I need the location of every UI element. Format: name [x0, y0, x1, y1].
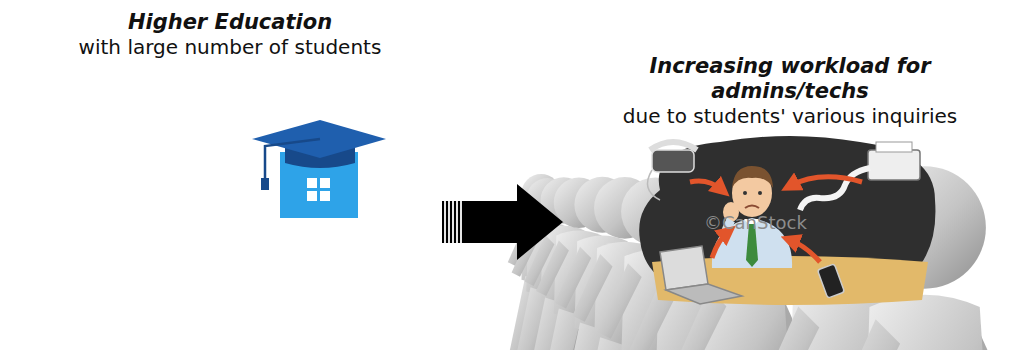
arrow-stripe — [456, 200, 458, 244]
stress-arrows — [690, 177, 862, 262]
student-crowd — [508, 166, 1011, 350]
frown — [745, 206, 759, 209]
panel-subtitle: with large number of students — [36, 35, 424, 59]
mobile-phone — [817, 264, 844, 298]
eye — [743, 191, 747, 195]
eye — [758, 191, 762, 195]
arrow-stripe — [444, 200, 446, 244]
panel: Higher Educationwith large number of stu… — [30, 4, 430, 340]
cap-tassel — [265, 139, 320, 180]
panel: Increasing workload for admins/techsdue … — [575, 50, 1005, 340]
window-pane — [320, 191, 330, 201]
panel-heading: Increasing workload for admins/techs — [579, 54, 1001, 104]
laptop — [660, 246, 742, 304]
arrow-stripe — [460, 200, 462, 244]
arrow-body — [442, 184, 563, 260]
stressed-admin-illustration — [639, 136, 935, 305]
tassel-end — [261, 178, 269, 190]
panel-heading: Higher Education — [36, 10, 424, 35]
window-pane — [320, 178, 330, 188]
watermark: ©CanStock — [704, 212, 807, 233]
telephone — [648, 142, 698, 200]
hair — [732, 166, 773, 188]
window-pane — [307, 178, 317, 188]
block-arrow — [442, 184, 563, 260]
panel-subtitle: due to students' various inquiries — [579, 104, 1001, 128]
university-icon — [252, 120, 386, 218]
arrow-stripe — [448, 200, 450, 244]
arrow-stripe — [452, 200, 454, 244]
window-pane — [307, 191, 317, 201]
